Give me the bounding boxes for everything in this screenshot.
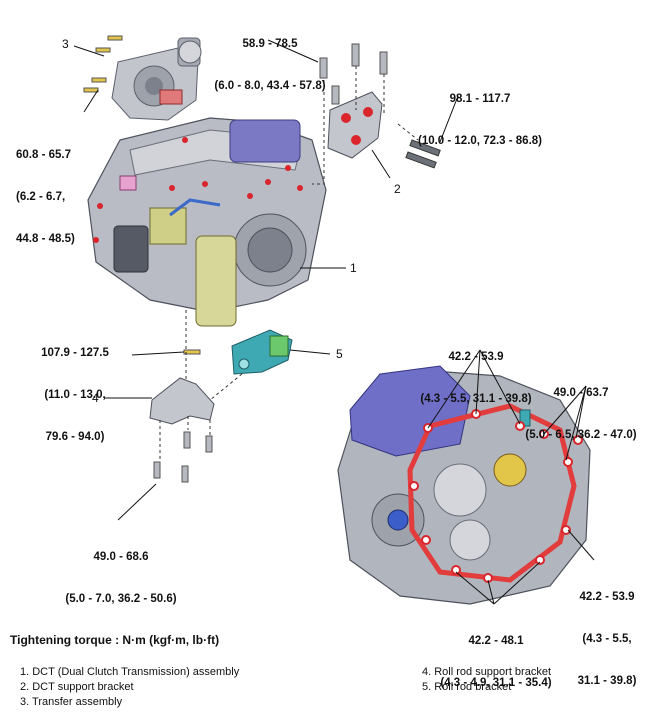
dashed-guides	[159, 66, 419, 460]
roll-rod-support-bracket	[149, 377, 215, 425]
transmission-case-view	[337, 365, 591, 605]
legend-right: 4. Roll rod support bracket 5. Roll rod …	[422, 665, 551, 695]
part-number-5: 5	[336, 347, 343, 361]
torque-callout-roll-rod: 107.9 - 127.5 (11.0 - 13.0, 79.6 - 94.0)	[41, 347, 109, 443]
torque-callout-left-mid: 60.8 - 65.7 (6.2 - 6.7, 44.8 - 48.5)	[16, 149, 75, 245]
torque-callout-bottom-left: 49.0 - 68.6 (5.0 - 7.0, 36.2 - 50.6)	[65, 551, 177, 605]
leader-lines	[73, 39, 595, 605]
dct-assembly	[87, 117, 327, 327]
dct-support-bracket	[327, 91, 383, 159]
legend-item: 2. DCT support bracket	[20, 681, 134, 693]
legend-item: 5. Roll rod bracket	[422, 681, 512, 693]
part-number-3: 3	[62, 37, 69, 51]
transfer-bolts	[83, 35, 123, 93]
torque-heading: Tightening torque : N·m (kgf·m, lb·ft)	[10, 633, 220, 647]
bracket-bolts-side	[405, 139, 441, 169]
legend-item: 1. DCT (Dual Clutch Transmission) assemb…	[20, 666, 240, 678]
legend-item: 4. Roll rod support bracket	[422, 666, 552, 678]
legend-item: 3. Transfer assembly	[20, 696, 123, 708]
part-number-4: 4	[92, 391, 99, 405]
dct-bolt-points	[93, 137, 303, 243]
legend-left: 1. DCT (Dual Clutch Transmission) assemb…	[20, 665, 239, 710]
torque-callout-top-center: 58.9 - 78.5 (6.0 - 8.0, 43.4 - 57.8)	[214, 38, 326, 92]
transfer-assembly	[111, 37, 202, 121]
torque-callout-case-top: 42.2 - 53.9 (4.3 - 5.5, 31.1 - 39.8)	[420, 351, 532, 405]
support-bracket-bolts	[153, 431, 213, 483]
torque-callout-case-bottom: 42.2 - 48.1 (4.3 - 4.9, 31.1 - 35.4)	[440, 635, 552, 689]
torque-callout-case-top-right: 49.0 - 63.7 (5.0 - 6.5, 36.2 - 47.0)	[525, 387, 637, 441]
part-number-2: 2	[394, 182, 401, 196]
roll-rod-bracket	[231, 329, 293, 375]
exploded-assembly-diagram	[73, 35, 595, 605]
torque-callout-case-right: 42.2 - 53.9 (4.3 - 5.5, 31.1 - 39.8)	[577, 591, 637, 687]
part-number-1: 1	[350, 261, 357, 275]
torque-callout-top-right: 98.1 - 117.7 (10.0 - 12.0, 72.3 - 86.8)	[417, 93, 543, 147]
